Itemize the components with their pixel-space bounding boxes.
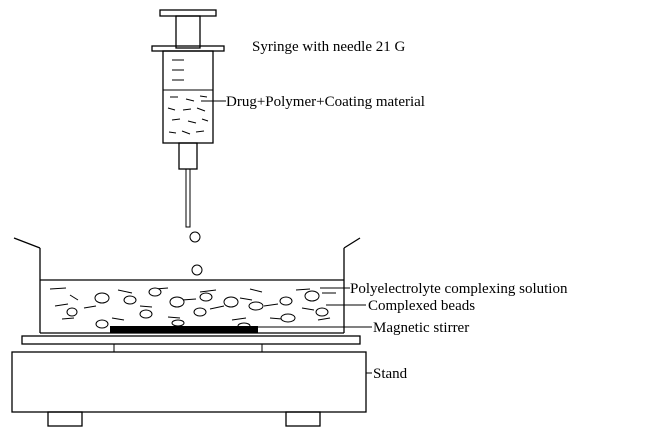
solution-label: Polyelectrolyte complexing solution: [350, 281, 568, 297]
stand-body: [11, 351, 367, 413]
syringe-label: Syringe with needle 21 G: [252, 39, 405, 55]
bead: [94, 292, 110, 304]
stand-label: Stand: [373, 366, 408, 382]
bead: [248, 301, 264, 311]
plunger-rod: [175, 15, 201, 49]
bead: [148, 287, 162, 297]
complexed-beads: [66, 287, 329, 330]
droplet: [189, 231, 201, 243]
bead: [171, 319, 185, 327]
bead: [66, 307, 78, 317]
graduation-marks: [172, 59, 184, 81]
beads-label: Complexed beads: [368, 298, 475, 314]
syringe-nozzle: [178, 142, 198, 170]
bead: [223, 296, 239, 308]
falling-droplets: [189, 231, 203, 276]
bead: [304, 290, 320, 302]
stand-foot-right: [285, 411, 321, 427]
bead: [280, 313, 296, 323]
bead: [193, 307, 207, 317]
leader-lines: [201, 100, 372, 374]
mixture-dashes: [167, 95, 209, 135]
magnetic-stirrer-bar: [110, 326, 258, 333]
syringe: [151, 9, 225, 228]
droplet: [191, 264, 203, 276]
stand-collar: [113, 343, 263, 353]
stirrer-label: Magnetic stirrer: [373, 320, 469, 336]
bead: [139, 309, 153, 319]
stand: [11, 335, 367, 427]
bead: [169, 296, 185, 308]
stand-top-plate: [21, 335, 361, 345]
plunger-cap: [159, 9, 217, 17]
stand-foot-left: [47, 411, 83, 427]
syringe-needle: [185, 168, 191, 228]
bead: [95, 319, 109, 329]
solution-dashes: [49, 287, 336, 321]
bead: [123, 295, 137, 305]
bead: [279, 296, 293, 306]
bead: [315, 307, 329, 317]
mixture-label: Drug+Polymer+Coating material: [226, 94, 425, 110]
bead: [199, 292, 213, 302]
